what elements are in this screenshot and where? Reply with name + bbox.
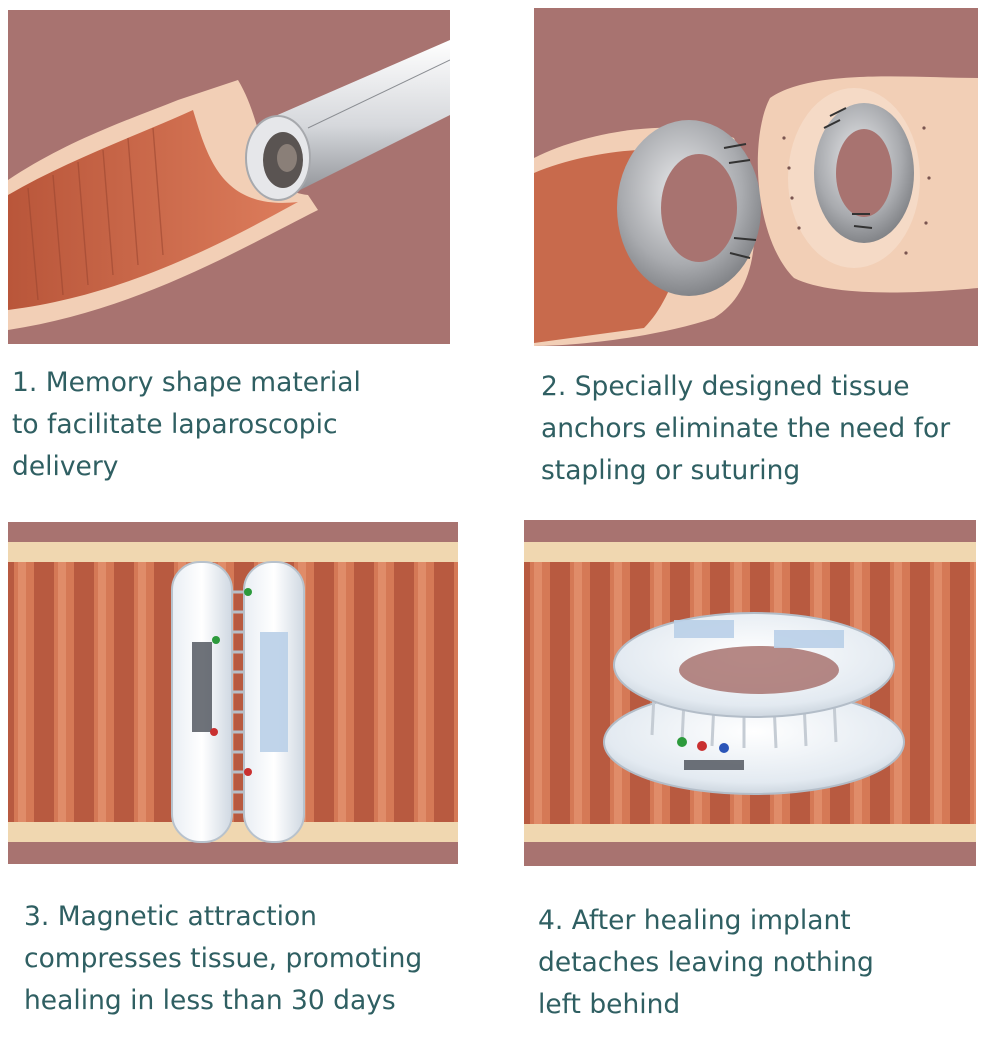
step-4-caption: 4. After healing implant detaches leavin… xyxy=(538,905,874,1020)
implant-detached-illustration xyxy=(524,520,976,866)
laparoscopic-delivery-illustration xyxy=(8,10,450,344)
step-1-caption: 1. Memory shape material to facilitate l… xyxy=(12,367,361,482)
step-2-caption: 2. Specially designed tissue anchors eli… xyxy=(541,371,951,486)
step-3-caption: 3. Magnetic attraction compresses tissue… xyxy=(24,901,423,1016)
magnetic-compression-illustration xyxy=(8,522,458,864)
tissue-anchors-illustration xyxy=(534,8,978,346)
